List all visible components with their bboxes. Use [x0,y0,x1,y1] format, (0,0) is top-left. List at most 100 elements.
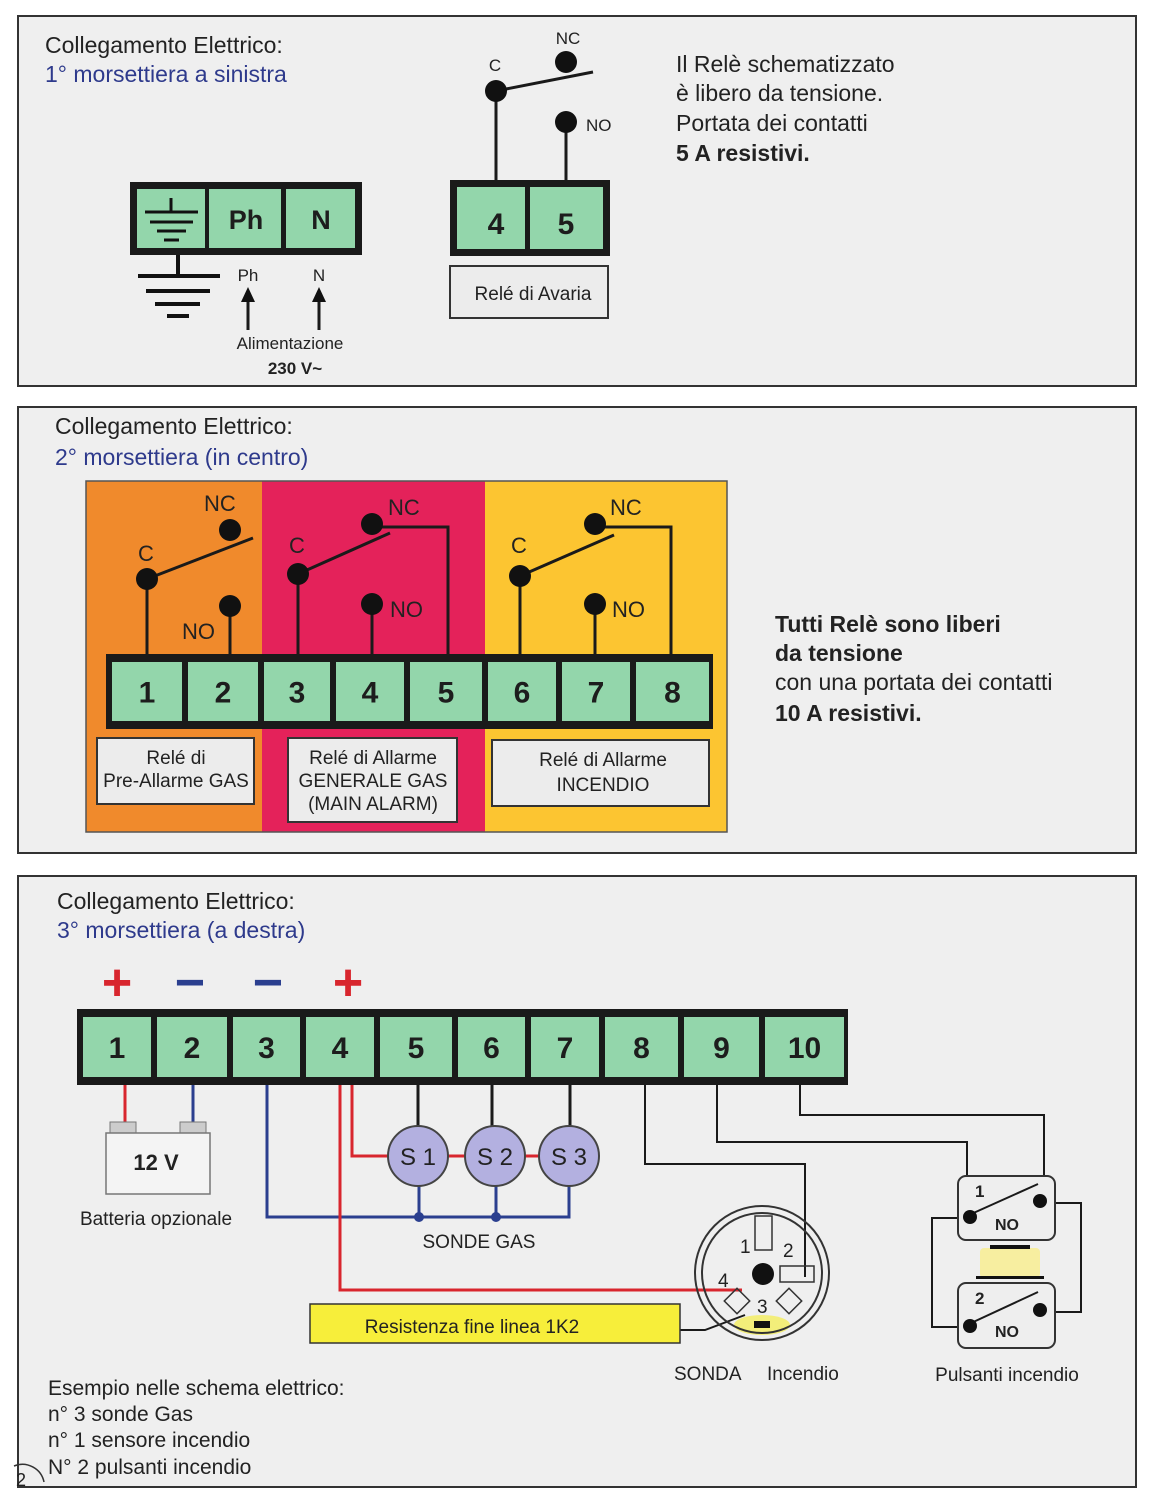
terminal-cell [634,660,711,723]
fault-relay-label: Relé di Avaria [475,284,592,305]
button-type: NO [995,1324,1019,1341]
terminal-cell [304,1015,376,1079]
relay-label-box [96,737,255,805]
example-line: n° 1 sensore incendio [48,1429,250,1452]
pin-label: 4 [718,1271,729,1292]
pin-label: 3 [757,1297,768,1318]
button-number: 2 [975,1289,984,1308]
note-line: 10 A resistivi. [775,700,922,726]
feed-n-label: N [313,266,325,285]
terminal-number: 7 [557,1032,574,1065]
panel3-subtitle: 3° morsettiera (a destra) [57,917,305,943]
gas-probe-s2: S 2 [464,1125,526,1187]
contact-no-label: NO [612,597,645,622]
example-line: Esempio nelle schema elettrico: [48,1377,344,1400]
terminal-number: 8 [633,1032,650,1065]
contact-no-label: NO [586,116,612,135]
fire-button-1: 1 NO [957,1175,1056,1241]
terminal-cell [682,1015,761,1079]
button-type: NO [995,1217,1019,1234]
terminal-number: 4 [362,677,379,710]
contact-nc-label: NC [556,29,581,48]
panel2-subtitle: 2° morsettiera (in centro) [55,444,308,470]
example-line: n° 3 sonde Gas [48,1403,193,1426]
terminal-cell [486,660,558,723]
battery-label: Batteria opzionale [80,1209,232,1230]
relay-switch-icon [509,513,673,657]
terminal-number: 4 [332,1032,349,1065]
terminal-number: 3 [289,677,306,710]
gas-probe-s3: S 3 [538,1125,600,1187]
terminal-cell [408,660,484,723]
arrow-up-icon [241,287,326,330]
fire-sensor-label: SONDA [674,1364,742,1385]
end-of-line-resistor [309,1303,681,1344]
note-line: Portata dei contatti [676,110,868,136]
terminal-number: 6 [514,677,531,710]
fire-sensor-icon [694,1205,830,1341]
relay-switch-icon [287,513,450,657]
relay-label-line: Relé di [146,748,205,769]
resistor-label: Resistenza fine linea 1K2 [365,1317,579,1338]
terminal-number: 3 [258,1032,275,1065]
earth-icon [145,198,198,242]
terminal-number: 1 [139,677,156,710]
fire-sensor-label: Incendio [767,1364,839,1385]
neutral-terminal [284,187,357,250]
contact-c-label: C [289,533,305,558]
panel1-subtitle: 1° morsettiera a sinistra [45,61,287,87]
supply-voltage: 230 V~ [268,359,322,378]
terminal-number: 2 [184,1032,201,1065]
relay-switch-icon [485,51,594,182]
note-line: Il Relè schematizzato [676,51,895,77]
relay-label-box [491,739,710,807]
negative-sign: − [253,954,283,1012]
contact-c-label: C [489,56,501,75]
terminal-number: 1 [109,1032,126,1065]
relay-label-line: GENERALE GAS [299,771,448,792]
terminal-cell [378,1015,454,1079]
contact-nc-label: NC [610,495,642,520]
terminal-number: 7 [588,677,605,710]
positive-sign: + [333,954,363,1012]
terminal-cell [529,1015,601,1079]
panel-terminal-block-2: Collegamento Elettrico: 2° morsettiera (… [17,406,1137,854]
panel-terminal-block-3: Collegamento Elettrico: 3° morsettiera (… [17,875,1137,1488]
probe-label: S 1 [400,1144,436,1171]
relay-switch-icon [136,519,254,657]
panel-terminal-block-1: Collegamento Elettrico: 1° morsettiera a… [17,15,1137,387]
battery-icon [105,1121,211,1195]
phase-terminal [207,187,283,250]
note-line: da tensione [775,640,903,666]
probe-label: S 3 [551,1144,587,1171]
relay-label-line: Pre-Allarme GAS [103,771,249,792]
note-line: 5 A resistivi. [676,140,810,166]
example-line: N° 2 pulsanti incendio [48,1456,251,1479]
contact-no-label: NO [390,597,423,622]
panel1-notes: Il Relè schematizzato è libero da tensio… [676,51,895,166]
button-number: 1 [975,1182,984,1201]
positive-sign: + [102,954,132,1012]
terminal-4: 4 [488,208,505,241]
relay-label-line: Relé di Allarme [539,750,667,771]
pin-label: 2 [783,1241,794,1262]
terminal-cell [231,1015,302,1079]
push-button-icon [976,1245,1044,1279]
gas-probe-s1: S 1 [387,1125,449,1187]
relay-label-line: Relé di Allarme [309,748,437,769]
terminal-ph-label: Ph [229,205,264,235]
terminal-number: 10 [788,1032,821,1065]
terminal-cell [110,660,184,723]
fire-buttons-label: Pulsanti incendio [935,1365,1079,1386]
terminal-5: 5 [558,208,575,241]
relay-label-box [287,737,458,823]
contact-nc-label: NC [388,495,420,520]
probe-label: S 2 [477,1144,513,1171]
panel2-title: Collegamento Elettrico: [55,413,293,439]
supply-label: Alimentazione [237,334,344,353]
note-line: è libero da tensione. [676,80,883,106]
contact-c-label: C [511,533,527,558]
